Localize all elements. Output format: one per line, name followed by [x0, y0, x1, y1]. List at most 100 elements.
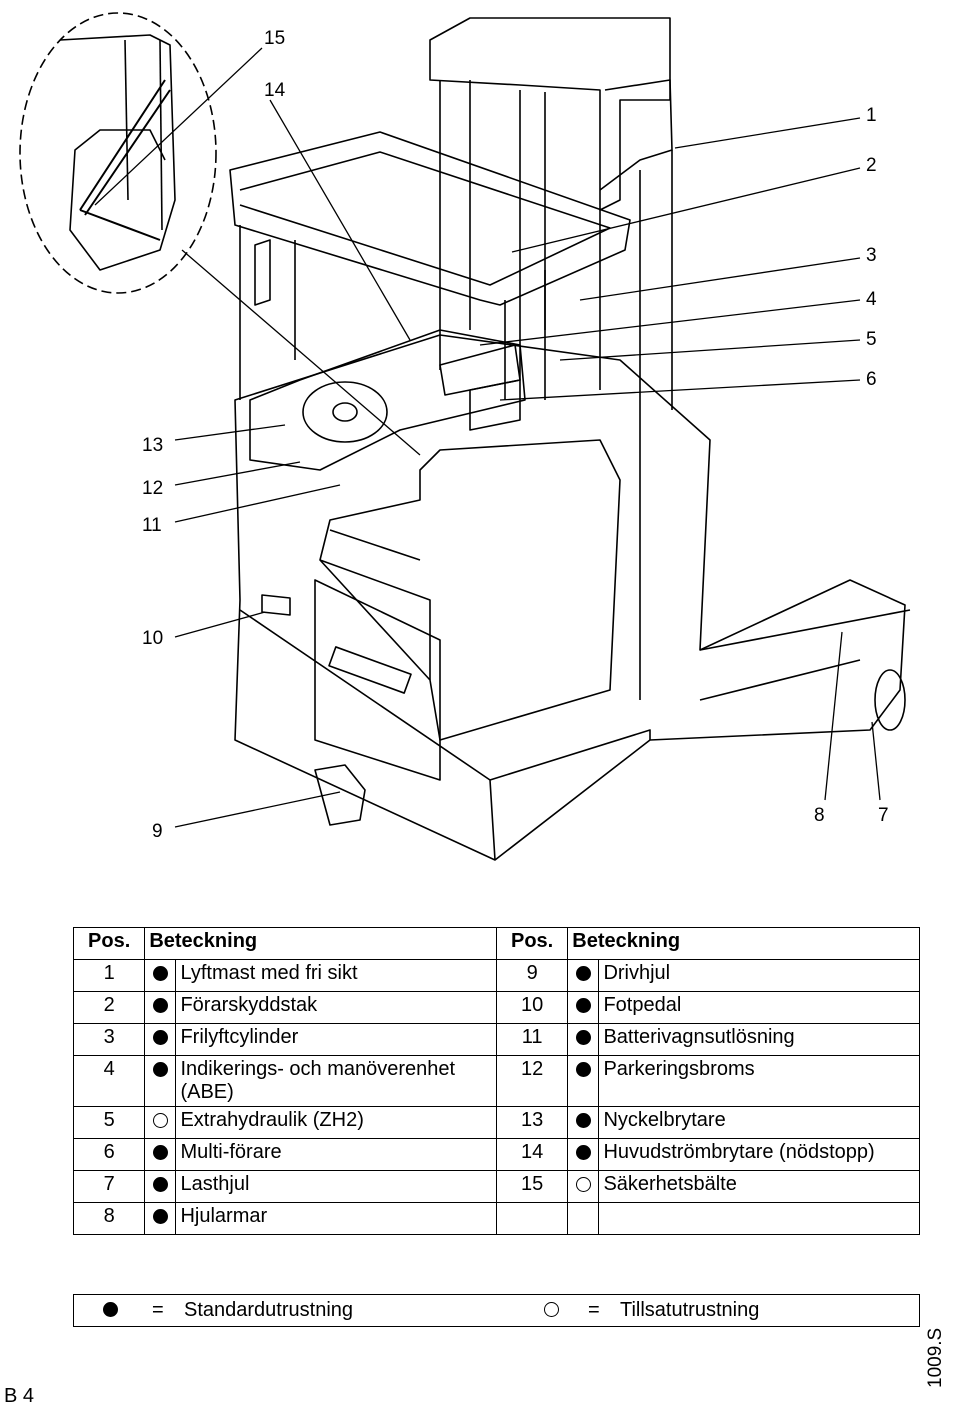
pos-number: 8 — [72, 1202, 146, 1235]
pos-number: 1 — [72, 959, 146, 992]
header-pos: Pos. — [72, 927, 146, 960]
callout-12: 12 — [142, 478, 164, 499]
standard-dot-icon — [575, 1062, 591, 1077]
pos-number: 10 — [495, 991, 569, 1024]
header-beteckning: Beteckning — [567, 927, 920, 960]
mast — [429, 17, 671, 211]
pos-number: 11 — [495, 1023, 569, 1056]
overhead-guard — [229, 131, 631, 306]
callout-11: 11 — [142, 515, 162, 536]
equals-sign: = — [582, 1294, 614, 1327]
callout-15: 15 — [264, 28, 286, 49]
legend-header-row: Pos. Beteckning Pos. Beteckning — [72, 927, 920, 960]
standard-dot-icon — [575, 1030, 591, 1045]
document-code: 1009.S — [925, 1327, 946, 1388]
designation: Huvudströmbrytare (nödstopp) — [598, 1138, 920, 1171]
designation: Indikerings- och manöverenhet (ABE) — [175, 1055, 497, 1107]
designation: Drivhjul — [598, 959, 920, 992]
optional-label: Tillsatutrustning — [614, 1294, 920, 1327]
callout-14: 14 — [264, 80, 286, 101]
drive-wheel — [314, 764, 366, 826]
pos-number: 15 — [495, 1170, 569, 1203]
standard-dot-icon — [575, 966, 591, 981]
standard-dot-icon — [575, 1145, 591, 1160]
pos-number — [495, 1202, 569, 1235]
designation: Hjularmar — [175, 1202, 497, 1235]
legend-table: Pos. Beteckning Pos. Beteckning 1 Lyftmas… — [72, 927, 920, 1235]
equipment-mark — [144, 959, 177, 992]
equipment-key: = Standardutrustning = Tillsatutrustning — [73, 1294, 920, 1327]
equipment-mark — [144, 1023, 177, 1056]
equals-sign: = — [146, 1294, 178, 1327]
equipment-mark — [567, 959, 600, 992]
pos-number: 9 — [495, 959, 569, 992]
designation: Parkeringsbroms — [598, 1055, 920, 1107]
pos-number: 13 — [495, 1106, 569, 1139]
callout-2: 2 — [866, 155, 877, 176]
pos-number: 6 — [72, 1138, 146, 1171]
callout-8: 8 — [814, 805, 825, 826]
header-pos: Pos. — [495, 927, 569, 960]
designation: Lasthjul — [175, 1170, 497, 1203]
seatbelt-detail-inset — [19, 12, 217, 294]
truck-illustration — [19, 12, 911, 861]
standard-symbol-icon — [102, 1302, 118, 1317]
equipment-mark — [567, 1170, 600, 1203]
callout-5: 5 — [866, 329, 877, 350]
chassis — [234, 334, 906, 861]
equipment-mark — [567, 1138, 600, 1171]
equipment-mark — [567, 1106, 600, 1139]
standard-dot-icon — [152, 1177, 168, 1192]
standard-dot-icon — [152, 998, 168, 1013]
equipment-mark — [144, 1106, 177, 1139]
callout-9: 9 — [152, 821, 163, 842]
table-row: 8 Hjularmar — [72, 1202, 920, 1235]
callout-3: 3 — [866, 245, 877, 266]
standard-dot-icon — [152, 1209, 168, 1224]
equipment-mark — [567, 1202, 600, 1235]
designation: Extrahydraulik (ZH2) — [175, 1106, 497, 1139]
equipment-mark — [144, 991, 177, 1024]
pos-number: 4 — [72, 1055, 146, 1107]
callout-4: 4 — [866, 289, 877, 310]
standard-dot-icon — [152, 1145, 168, 1160]
pos-number: 14 — [495, 1138, 569, 1171]
designation: Säkerhetsbälte — [598, 1170, 920, 1203]
standard-dot-icon — [152, 966, 168, 981]
pos-number: 3 — [72, 1023, 146, 1056]
pos-number: 5 — [72, 1106, 146, 1139]
designation: Förarskyddstak — [175, 991, 497, 1024]
designation — [598, 1202, 920, 1235]
designation: Fotpedal — [598, 991, 920, 1024]
equipment-mark — [144, 1170, 177, 1203]
pos-number: 2 — [72, 991, 146, 1024]
designation: Multi-förare — [175, 1138, 497, 1171]
designation: Frilyftcylinder — [175, 1023, 497, 1056]
designation: Nyckelbrytare — [598, 1106, 920, 1139]
callout-13: 13 — [142, 435, 164, 456]
page-number: B 4 — [4, 1385, 35, 1407]
standard-label: Standardutrustning — [178, 1294, 520, 1327]
pos-number: 7 — [72, 1170, 146, 1203]
table-row: 4 Indikerings- och manöverenhet (ABE)12 Pa… — [72, 1055, 920, 1107]
optional-symbol-icon — [543, 1302, 559, 1317]
designation: Lyftmast med fri sikt — [175, 959, 497, 992]
callout-1: 1 — [866, 105, 877, 126]
pos-number: 12 — [495, 1055, 569, 1107]
equipment-mark — [567, 991, 600, 1024]
equipment-mark — [567, 1055, 600, 1107]
callout-7: 7 — [878, 805, 889, 826]
standard-dot-icon — [152, 1062, 168, 1077]
load-wheel — [874, 669, 906, 731]
standard-dot-icon — [575, 1113, 591, 1128]
equipment-mark — [567, 1023, 600, 1056]
equipment-mark — [144, 1202, 177, 1235]
standard-dot-icon — [575, 998, 591, 1013]
optional-circle-icon — [575, 1177, 591, 1192]
equipment-mark — [144, 1055, 177, 1107]
equipment-mark — [144, 1138, 177, 1171]
